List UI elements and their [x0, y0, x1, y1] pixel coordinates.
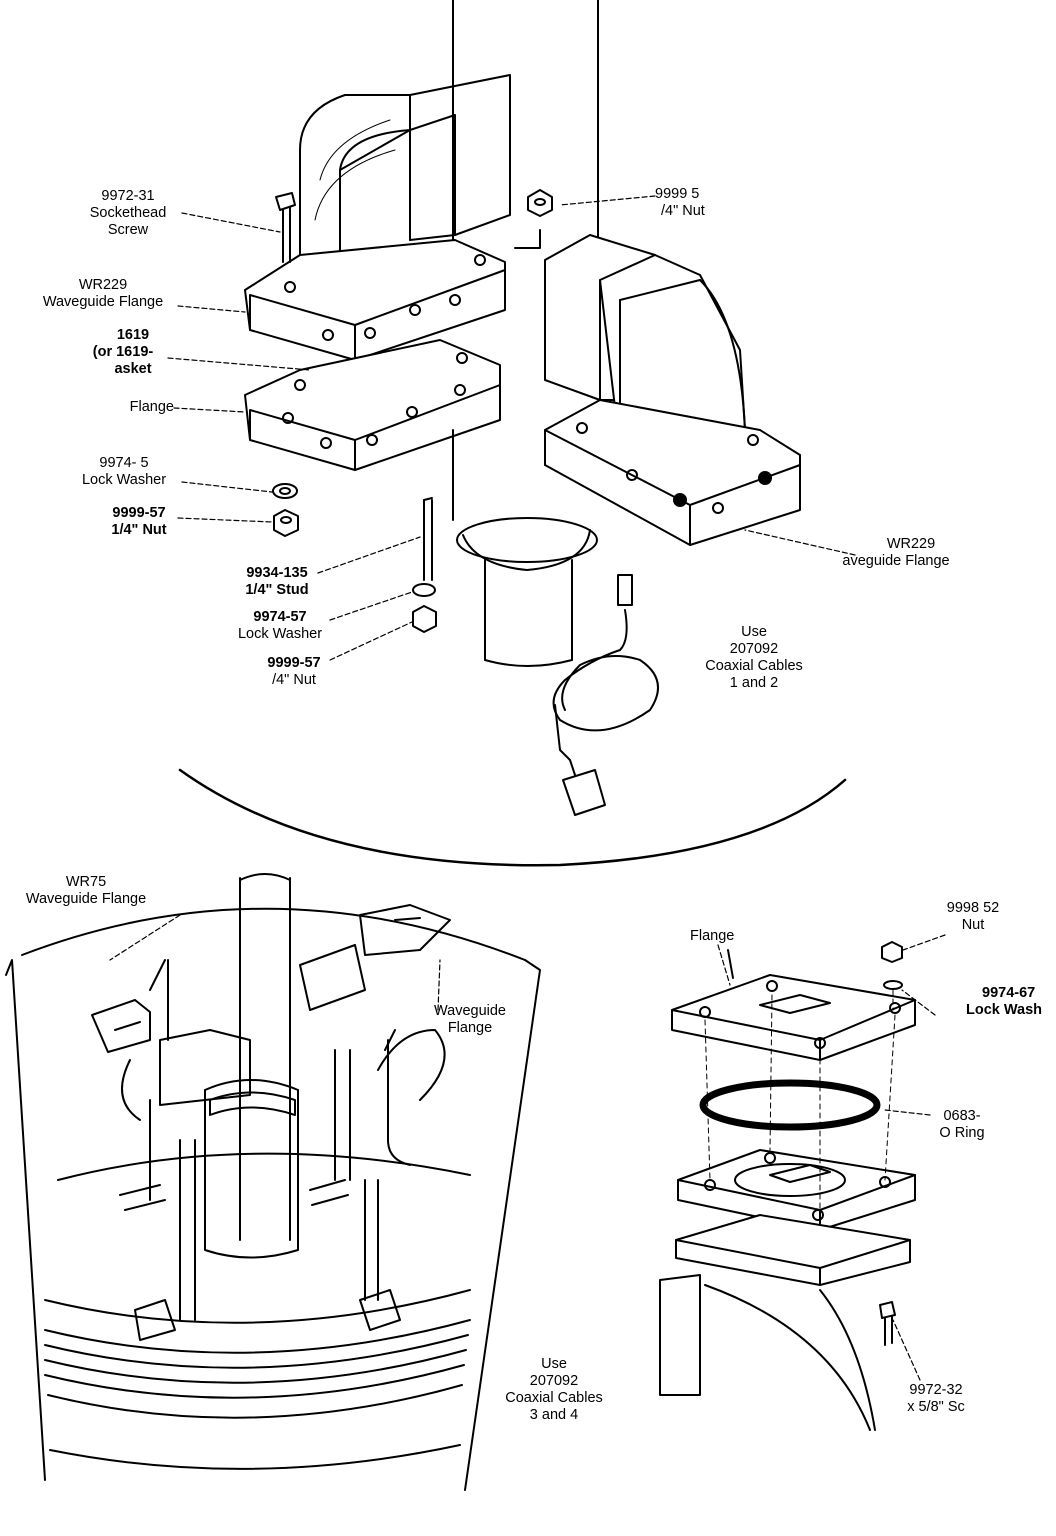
oring-name: O Ring — [939, 1125, 985, 1141]
lockwasher-mid-part: 9974-57 — [253, 609, 307, 625]
screw-right-size: x 5/8" Sc — [907, 1399, 965, 1415]
wr229-right-name: aveguide Flange — [842, 553, 950, 569]
nut-right-name: Nut — [961, 917, 985, 933]
gasket-part-number: 1619 — [116, 327, 150, 343]
cables-34-name: Coaxial Cables — [505, 1390, 603, 1406]
label-flange-left: Flange — [100, 399, 174, 416]
wr229-left-name: Waveguide Flange — [42, 294, 164, 310]
label-cables-3-4: Use 207092 Coaxial Cables 3 and 4 — [490, 1356, 618, 1424]
label-waveguide-flange: Waveguide Flange — [422, 1003, 518, 1037]
wr229-left-model: WR229 — [78, 277, 128, 293]
orings-flange-assembly — [659, 941, 916, 1431]
stud-size: 1/4" Stud — [245, 582, 309, 598]
wr75-model: WR75 — [65, 874, 107, 890]
right-waveguide-elbow — [544, 234, 746, 451]
waveguide-flange-line1: Waveguide — [433, 1003, 506, 1019]
nut-top-part-number: 9999 5 — [655, 186, 700, 202]
label-flange-right: Flange — [690, 928, 760, 945]
cables-12-ids: 1 and 2 — [729, 675, 779, 691]
cables-12-name: Coaxial Cables — [705, 658, 803, 674]
lockwasher-left-part: 9974- 5 — [99, 455, 149, 471]
nut-left-size: 1/4" Nut — [111, 522, 167, 538]
wr229-right-model: WR229 — [886, 536, 936, 552]
label-gasket: 1619 (or 1619- asket — [78, 327, 168, 378]
cables-34-part: 207092 — [529, 1373, 579, 1389]
gasket-name: asket — [114, 361, 152, 377]
nut-top-right — [514, 189, 553, 249]
label-sockethead-screw: 9972-31 Sockethead Screw — [74, 188, 182, 239]
screw-top-name: Screw — [107, 222, 149, 238]
nut-right-part: 9998 52 — [946, 900, 1000, 916]
label-oring: 0683- O Ring — [922, 1108, 1002, 1142]
lockwasher-mid-name: Lock Washer — [237, 626, 323, 642]
flange-right-name: Flange — [690, 928, 735, 944]
cables-34-use: Use — [541, 1356, 567, 1372]
gasket-alt-part: (or 1619- — [92, 344, 154, 360]
oring-part: 0683- — [943, 1108, 981, 1124]
flange-left-name: Flange — [129, 399, 174, 415]
screw-top-part-number: 9972-31 — [101, 188, 155, 204]
label-stud: 9934-135 1/4" Stud — [236, 565, 318, 599]
nut-mid-size: /4" Nut — [272, 672, 316, 688]
coax-cable-12 — [552, 574, 659, 816]
lockwasher-left — [272, 483, 298, 499]
lockwasher-right-part: 9974-67 — [982, 985, 1036, 1001]
label-nut-right: 9998 52 Nut — [930, 900, 1016, 934]
label-nut-mid: 9999-57 /4" Nut — [258, 655, 330, 689]
label-nut-left: 9999-57 1/4" Nut — [100, 505, 178, 539]
lockwasher-left-name: Lock Washer — [81, 472, 167, 488]
label-nut-top: 9999 5 /4" Nut — [655, 186, 755, 220]
cables-12-part: 207092 — [729, 641, 779, 657]
label-wr75: WR75 Waveguide Flange — [10, 874, 162, 908]
nut-top-size: /4" Nut — [661, 203, 705, 219]
waveguide-flange-line2: Flange — [447, 1020, 493, 1036]
top-base-arc — [178, 768, 847, 867]
mast-lines — [452, 0, 599, 241]
nut-left-part: 9999-57 — [112, 505, 166, 521]
label-lockwasher-right: 9974-67 Lock Wash — [960, 985, 1052, 1019]
label-screw-right: 9972-32 x 5/8" Sc — [888, 1382, 984, 1416]
label-lockwasher-mid: 9974-57 Lock Washer — [226, 609, 334, 643]
cables-12-use: Use — [741, 624, 767, 640]
sockethead-screw-top — [275, 192, 296, 263]
stud-part: 9934-135 — [246, 565, 308, 581]
label-lockwasher-left: 9974- 5 Lock Washer — [66, 455, 182, 489]
nut-left — [273, 509, 299, 537]
left-lower-flange — [244, 339, 501, 471]
left-waveguide-elbow — [299, 74, 511, 291]
wr75-name: Waveguide Flange — [25, 891, 147, 907]
left-wr229-flange — [244, 239, 506, 361]
label-wr229-left: WR229 Waveguide Flange — [28, 277, 178, 311]
leader-lines — [109, 195, 946, 1381]
label-wr229-right: WR229 aveguide Flange — [828, 536, 964, 570]
label-cables-1-2: Use 207092 Coaxial Cables 1 and 2 — [692, 624, 816, 692]
screw-right-part: 9972-32 — [909, 1382, 963, 1398]
right-wr229-flange — [544, 399, 801, 546]
lockwasher-right-name: Lock Wash — [966, 1002, 1043, 1018]
radome-assembly — [5, 873, 541, 1491]
stud — [412, 497, 437, 633]
nut-mid-part: 9999-57 — [267, 655, 321, 671]
screw-top-type: Sockethead — [89, 205, 167, 221]
mast-pipe — [452, 429, 598, 667]
cables-34-ids: 3 and 4 — [529, 1407, 579, 1423]
